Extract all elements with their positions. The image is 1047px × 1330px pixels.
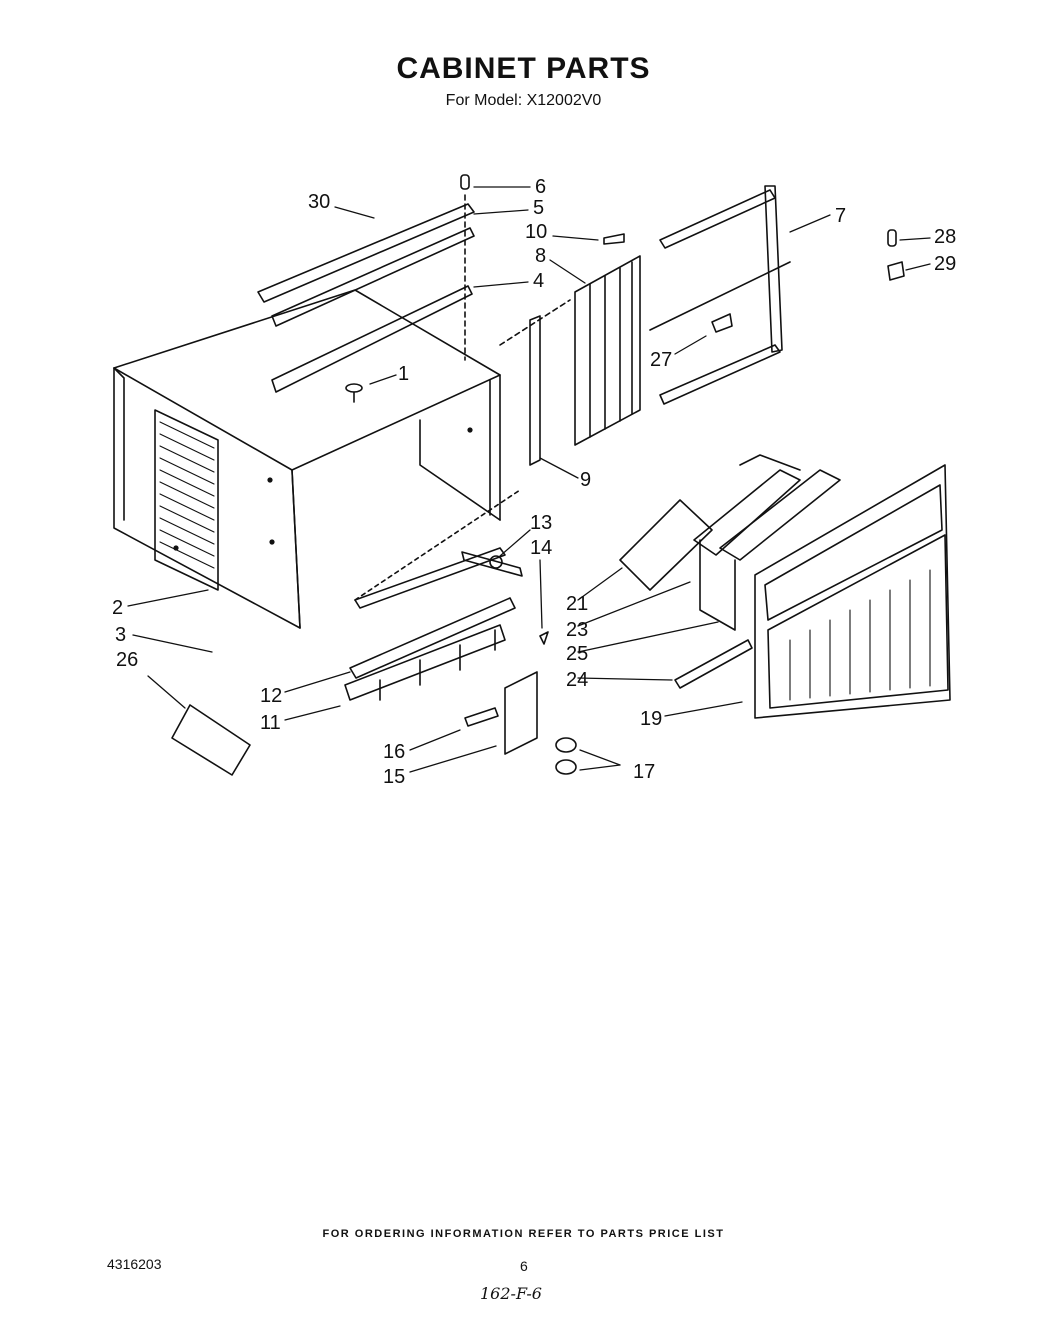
callout-8: 8 (535, 245, 546, 267)
part-26 (171, 704, 251, 776)
callout-21: 21 (566, 593, 588, 615)
callout-28: 28 (934, 226, 956, 248)
cabinet-wrapper (113, 289, 501, 629)
page-title: CABINET PARTS (396, 52, 651, 85)
callout-12: 12 (260, 685, 282, 707)
ordering-info-footer: FOR ORDERING INFORMATION REFER TO PARTS … (322, 1228, 725, 1240)
small-hardware (345, 174, 470, 403)
callout-30: 30 (308, 191, 330, 213)
callout-15: 15 (383, 766, 405, 788)
base-bracket-assembly (344, 489, 549, 701)
callout-17: 17 (633, 761, 655, 783)
callout-leader-lines (127, 186, 931, 773)
mounting-plate (464, 671, 577, 775)
handwritten-note: 162-F-6 (480, 1284, 542, 1303)
callout-23: 23 (566, 619, 588, 641)
callout-26: 26 (116, 649, 138, 671)
filter-set (619, 454, 841, 631)
callout-5: 5 (533, 197, 544, 219)
callout-13: 13 (530, 512, 552, 534)
callout-4: 4 (533, 270, 544, 292)
callout-24: 24 (566, 669, 588, 691)
callout-14: 14 (530, 537, 552, 559)
screw-and-clip (887, 229, 905, 281)
callout-16: 16 (383, 741, 405, 763)
callout-1: 1 (398, 363, 409, 385)
callout-numbers: 1 2 3 4 5 6 7 8 9 10 11 12 13 14 15 16 1… (112, 176, 956, 788)
callout-3: 3 (115, 624, 126, 646)
callout-25: 25 (566, 643, 588, 665)
callout-9: 9 (580, 469, 591, 491)
callout-27: 27 (650, 349, 672, 371)
document-number: 4316203 (107, 1256, 162, 1272)
callout-2: 2 (112, 597, 123, 619)
callout-7: 7 (835, 205, 846, 227)
callout-19: 19 (640, 708, 662, 730)
front-grille (674, 464, 951, 719)
part-27 (711, 313, 733, 333)
page-number: 6 (520, 1258, 528, 1274)
window-frame (649, 185, 791, 405)
callout-29: 29 (934, 253, 956, 275)
callout-11: 11 (260, 712, 281, 734)
side-curtain-panel (499, 255, 641, 466)
callout-10: 10 (525, 221, 547, 243)
model-subtitle: For Model: X12002V0 (445, 92, 602, 109)
screw-10 (603, 233, 625, 245)
top-rails (257, 194, 475, 393)
callout-6: 6 (535, 176, 546, 198)
